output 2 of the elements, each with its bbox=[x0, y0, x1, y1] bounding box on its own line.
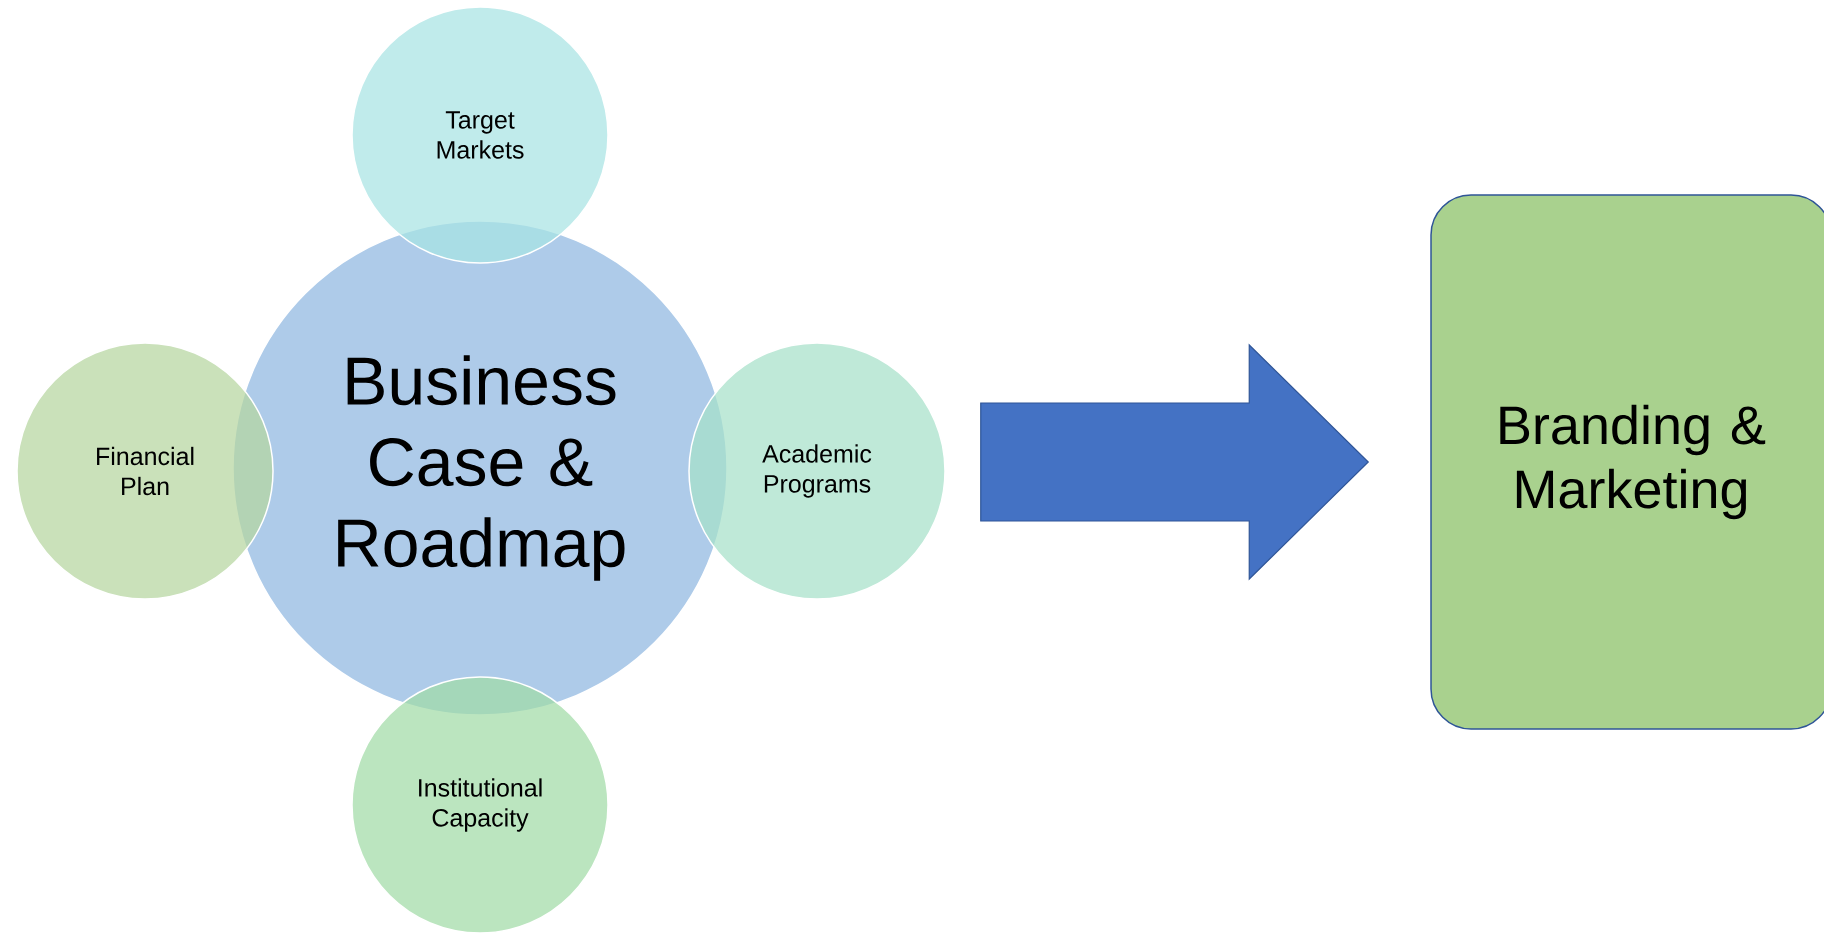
rounded-box: Branding & Marketing bbox=[1430, 194, 1824, 730]
block-arrow bbox=[980, 343, 1370, 581]
